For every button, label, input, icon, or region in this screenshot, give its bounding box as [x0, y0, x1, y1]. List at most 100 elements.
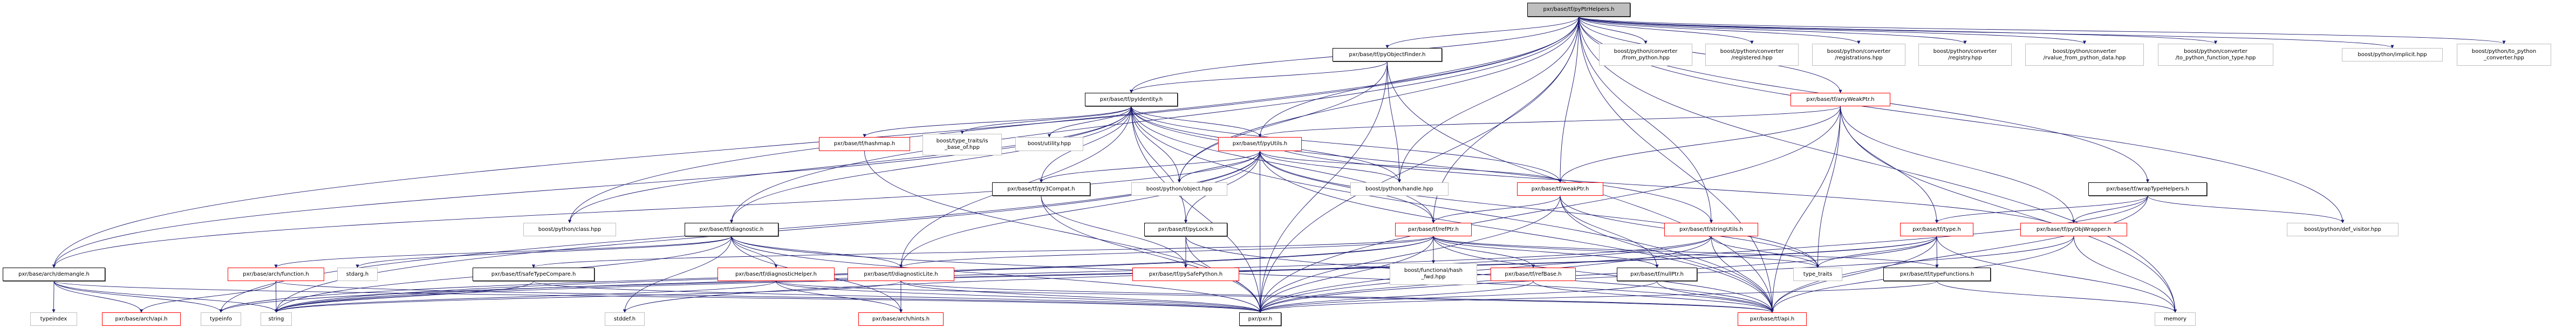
node-stringutils[interactable]: pxr/base/tf/stringUtils.h: [1664, 223, 1758, 236]
edge-diagnostic-to-diagnosticHelper: [731, 236, 778, 268]
node-registered: boost/python/converter /registered.hpp: [1705, 44, 1799, 66]
edge-function-to-arch_api: [139, 281, 276, 313]
node-root[interactable]: pxr/base/tf/pyPtrHelpers.h: [1527, 3, 1630, 17]
edge-diagnosticHelper-to-hints: [776, 281, 903, 313]
node-hashmap[interactable]: pxr/base/tf/hashmap.h: [819, 137, 910, 151]
node-diagnostic[interactable]: pxr/base/tf/diagnostic.h: [685, 223, 778, 236]
edge-weakPtr-to-pxr: [1258, 195, 1561, 313]
edge-demangle-to-pxr: [53, 281, 1262, 313]
edge-pyUtils-to-tf_api: [1260, 151, 1774, 313]
node-pyutils[interactable]: pxr/base/tf/pyUtils.h: [1218, 137, 1302, 151]
edge-root-to-stringUtils: [1579, 16, 1713, 223]
node-diagnostichelper[interactable]: pxr/base/tf/diagnosticHelper.h: [718, 268, 835, 281]
node-utility: boost/utility.hpp: [1015, 137, 1083, 151]
edge-refPtr-to-type_traits: [1433, 236, 1820, 268]
edge-typeFunctions-to-pxr: [1259, 281, 1937, 313]
edge-root-to-to_python_fn: [1579, 16, 2217, 44]
node-diagnosticlite[interactable]: pxr/base/tf/diagnosticLite.h: [848, 268, 954, 281]
edge-diagnostic-to-function: [274, 236, 732, 268]
node-pxr[interactable]: pxr/pxr.h: [1239, 312, 1281, 326]
edge-pyIdentity-to-object: [1131, 106, 1181, 183]
edge-root-to-memory: [1579, 16, 2177, 313]
edge-anyWeakPtr-to-type_traits: [1816, 106, 1841, 268]
edge-refPtr-to-refBase: [1433, 236, 1535, 268]
node-tf-api[interactable]: pxr/base/tf/api.h: [1738, 312, 1807, 326]
edge-safeTypeCompare-to-string: [274, 281, 534, 313]
edge-function-to-pxr: [276, 281, 1262, 313]
edge-weakPtr-to-tf_api: [1560, 195, 1774, 313]
node-function[interactable]: pxr/base/arch/function.h: [228, 268, 324, 281]
edge-root-to-registered: [1579, 16, 1754, 44]
edge-nullPtr-to-tf_api: [1657, 281, 1774, 313]
edge-refPtr-to-safeTypeCompare: [532, 236, 1434, 268]
edge-pyUtils-to-py3Compat: [1039, 151, 1260, 183]
node-is-base-of: boost/type_traits/is _base_of.hpp: [923, 134, 1002, 155]
node-nullptr[interactable]: pxr/base/tf/nullPtr.h: [1617, 268, 1697, 281]
node-to-python-fn: boost/python/converter /to_python_functi…: [2158, 44, 2273, 66]
edge-anyWeakPtr-to-weakPtr: [1558, 106, 1841, 183]
node-py3compat[interactable]: pxr/base/tf/py3Compat.h: [992, 182, 1090, 196]
edge-hashmap-to-pxr: [864, 151, 1262, 313]
edge-anyWeakPtr-to-pyObjWrapper: [1840, 106, 2076, 223]
edge-root-to-pyObjectFinder: [1385, 16, 1579, 49]
edge-pyUtils-to-pxr: [1258, 151, 1262, 313]
edge-pyUtils-to-diagnosticLite: [899, 151, 1260, 268]
node-handle: boost/python/handle.hpp: [1350, 182, 1448, 196]
node-type[interactable]: pxr/base/tf/type.h: [1900, 223, 1973, 236]
edge-pyIdentity-to-py3Compat: [1039, 106, 1132, 183]
edge-root-to-diagnostic: [729, 16, 1579, 223]
node-demangle[interactable]: pxr/base/arch/demangle.h: [3, 268, 105, 281]
node-typefunctions[interactable]: pxr/base/tf/typeFunctions.h: [1883, 268, 1991, 281]
node-anyweakptr[interactable]: pxr/base/tf/anyWeakPtr.h: [1791, 93, 1890, 106]
edge-demangle-to-string: [53, 281, 278, 313]
edge-stringUtils-to-pxr: [1258, 236, 1712, 313]
edge-type-to-type_traits: [1816, 236, 1937, 268]
edge-anyWeakPtr-to-memory: [1840, 106, 2177, 313]
edge-pyUtils-to-object: [1177, 151, 1260, 183]
edge-diagnostic-to-stdarg: [356, 236, 732, 268]
edge-stringUtils-to-tf_api: [1711, 236, 1774, 313]
edge-type-to-memory: [1936, 236, 2177, 313]
node-hints[interactable]: pxr/base/arch/hints.h: [858, 312, 944, 326]
edge-pyObjectFinder-to-object: [1177, 61, 1388, 183]
node-refptr[interactable]: pxr/base/tf/refPtr.h: [1395, 223, 1472, 236]
node-pyobjectfinder[interactable]: pxr/base/tf/pyObjectFinder.h: [1333, 48, 1442, 62]
edge-weakPtr-to-refPtr: [1431, 195, 1561, 223]
edge-anyWeakPtr-to-tf_api: [1770, 106, 1841, 313]
edge-nullPtr-to-pxr: [1258, 281, 1657, 313]
edge-refPtr-to-nullPtr: [1433, 236, 1659, 268]
node-safetypecompare[interactable]: pxr/base/tf/safeTypeCompare.h: [473, 268, 595, 281]
edge-diagnosticHelper-to-pxr: [776, 281, 1262, 313]
edge-typeFunctions-to-memory: [1937, 281, 2177, 313]
edge-anyWeakPtr-to-pxr: [1258, 106, 1841, 313]
node-pyidentity[interactable]: pxr/base/tf/pyIdentity.h: [1085, 93, 1178, 106]
edge-pyIdentity-to-tf_api: [1131, 106, 1774, 313]
node-hash-fwd: boost/functional/hash _fwd.hpp: [1390, 263, 1477, 285]
edge-py3Compat-to-pySafePython: [1041, 195, 1188, 268]
edge-pyIdentity-to-weakPtr: [1131, 106, 1562, 183]
node-wraptypehelpers[interactable]: pxr/base/tf/wrapTypeHelpers.h: [2088, 182, 2207, 196]
node-string: string: [261, 312, 292, 326]
edge-pyUtils-to-type_traits: [1260, 151, 1820, 268]
node-arch-api[interactable]: pxr/base/arch/api.h: [102, 312, 181, 326]
edge-pyIdentity-to-hashmap: [863, 106, 1132, 138]
edge-wrapTypeHelpers-to-pxr: [1258, 195, 2148, 313]
edge-pyObjWrapper-to-memory: [2073, 236, 2177, 313]
edge-pyIdentity-to-pxr: [1131, 106, 1262, 313]
edge-pyObjWrapper-to-pyUtils: [1258, 136, 2074, 237]
edge-diagnostic-to-tf_api: [731, 236, 1774, 313]
edge-function-to-string: [274, 281, 278, 313]
edge-pyIdentity-to-stringUtils: [1131, 106, 1713, 223]
node-weakptr[interactable]: pxr/base/tf/weakPtr.h: [1517, 182, 1603, 196]
edge-diagnostic-to-pxr: [731, 236, 1262, 313]
node-object: boost/python/object.hpp: [1131, 182, 1227, 196]
node-pyobjwrapper[interactable]: pxr/base/tf/pyObjWrapper.h: [2020, 223, 2127, 236]
edge-root-to-from_python: [1579, 16, 1648, 44]
edge-pyObjectFinder-to-pyIdentity: [1129, 61, 1388, 93]
node-pysafepython[interactable]: pxr/base/tf/pySafePython.h: [1132, 268, 1239, 281]
node-pylock[interactable]: pxr/base/tf/pyLock.h: [1144, 223, 1227, 236]
edge-pyIdentity-to-utility: [1047, 106, 1132, 138]
edge-stringUtils-to-type_traits: [1711, 236, 1820, 268]
node-refbase[interactable]: pxr/base/tf/refBase.h: [1491, 268, 1576, 281]
